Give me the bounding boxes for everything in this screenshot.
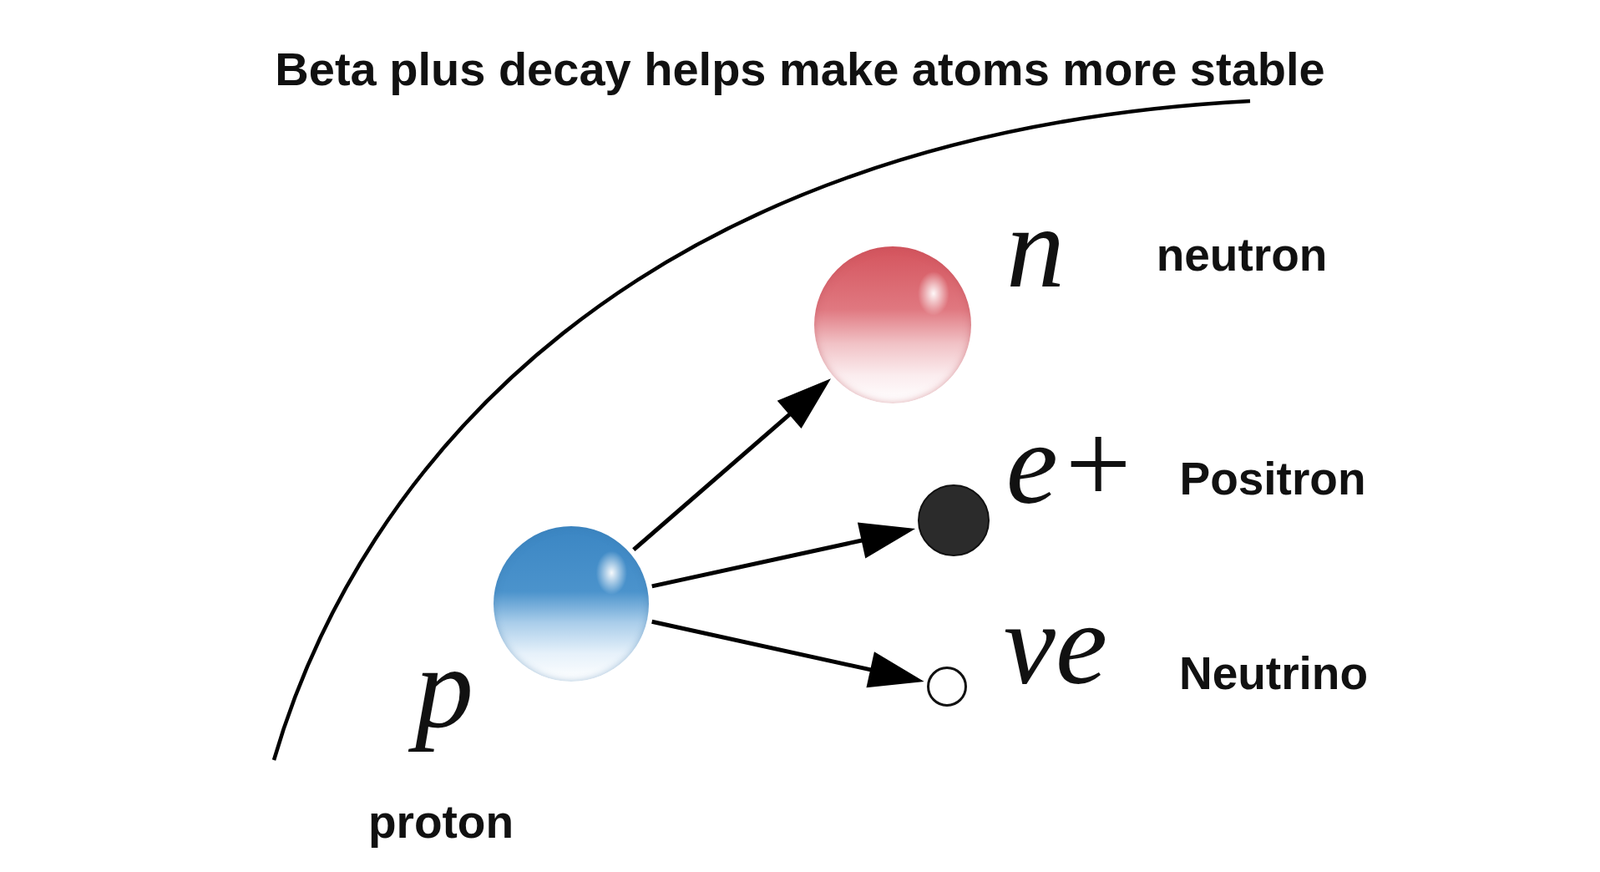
particle-symbol: n xyxy=(1006,188,1065,306)
arrow-head xyxy=(857,522,916,559)
diagram-title: Beta plus decay helps make atoms more st… xyxy=(0,40,1600,99)
neutron-sphere: nneutron xyxy=(814,246,972,404)
proton-sphere: pproton xyxy=(493,526,649,682)
particle-name: Positron xyxy=(1179,450,1366,507)
arrow-head xyxy=(777,378,831,429)
particle-symbol: νe xyxy=(1003,585,1108,703)
particle-name: proton xyxy=(368,794,514,850)
particle-name: Neutrino xyxy=(1179,645,1368,701)
positron-dot: e+Positron xyxy=(917,484,990,557)
nucleus-boundary-arc xyxy=(273,101,1251,760)
arrow-shaft xyxy=(633,412,792,550)
particle-name: neutron xyxy=(1156,227,1328,283)
arrow-head xyxy=(865,651,924,688)
decay-arrow xyxy=(633,378,831,550)
particle-symbol: p xyxy=(415,628,474,746)
arrow-shaft xyxy=(652,539,866,587)
particle-symbol: e+ xyxy=(1006,405,1138,522)
neutrino-dot: νeNeutrino xyxy=(926,666,968,707)
arrow-shaft xyxy=(652,621,874,670)
decay-arrow xyxy=(652,621,925,688)
decay-arrow xyxy=(652,522,916,587)
